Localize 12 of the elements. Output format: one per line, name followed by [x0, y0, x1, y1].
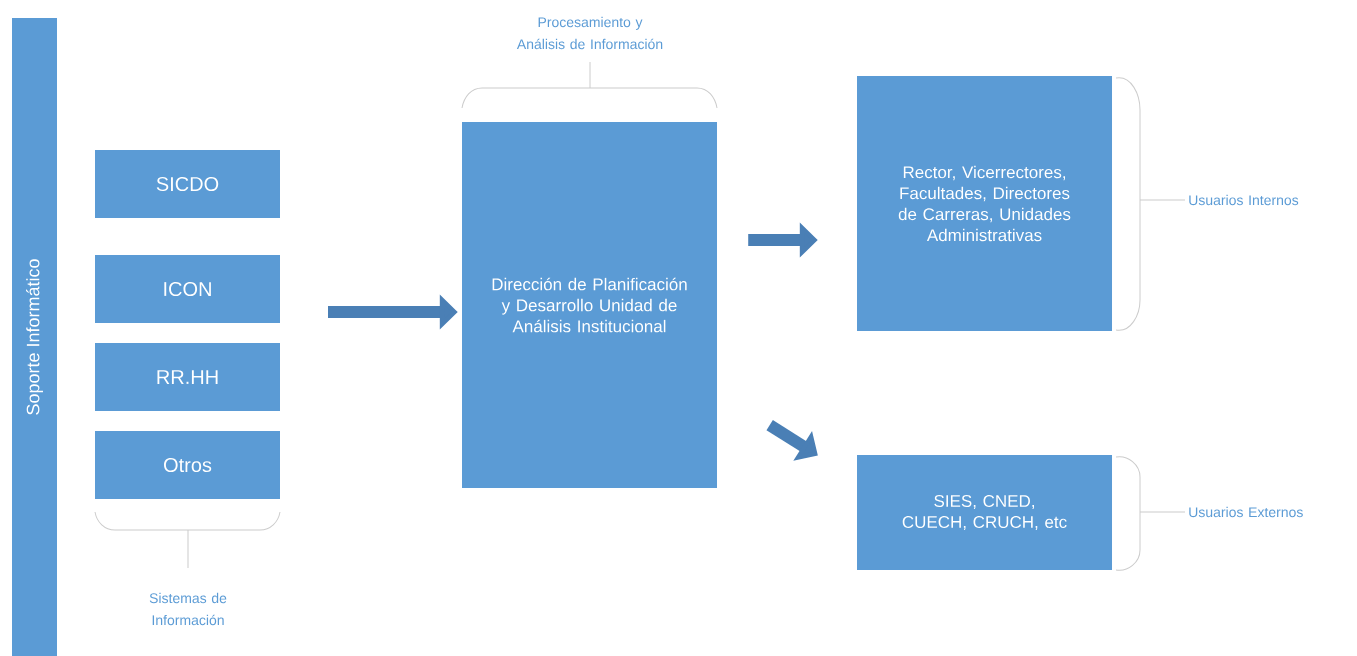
system-box: ICON [95, 255, 280, 323]
bracket-label: Usuarios Externos [1189, 506, 1303, 518]
side-bar: Soporte Informático [12, 18, 57, 656]
system-box: Otros [95, 431, 280, 499]
system-box: SICDO [95, 150, 280, 218]
process-box: Dirección de Planificación y Desarrollo Unidad de Análisis Institucional [462, 122, 717, 488]
bracket-label: Usuarios Internos [1189, 194, 1299, 206]
system-box: RR.HH [95, 343, 280, 411]
bracket-label: Procesamiento y Análisis de Información [516, 16, 663, 50]
bracket-label: Sistemas de Información [149, 592, 227, 626]
user-box: Rector, Vicerrectores, Facultades, Directores de Carreras, Unidades Administrativas [857, 76, 1112, 331]
user-box: SIES, CNED, CUECH, CRUCH, etc [857, 455, 1112, 570]
